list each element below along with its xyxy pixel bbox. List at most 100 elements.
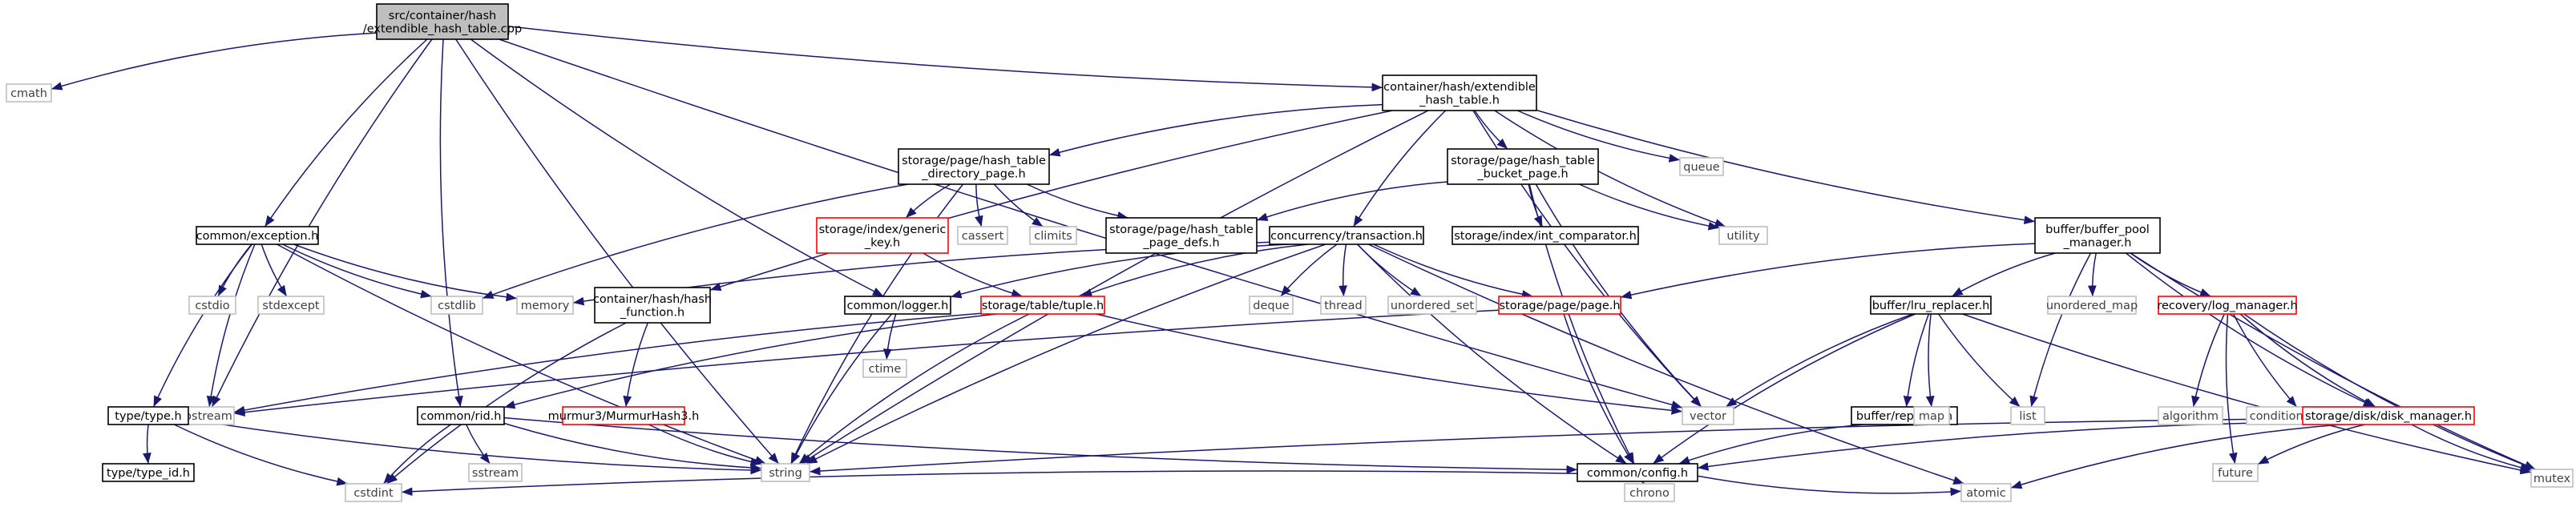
edge-eht-to-string — [801, 110, 1429, 465]
edge-logmanager-to-condvar — [2232, 313, 2298, 408]
node-label: thread — [1324, 300, 1363, 312]
edge-config-to-cstdint — [401, 470, 1578, 497]
node-queue: queue — [1679, 157, 1724, 176]
node-dirpage[interactable]: storage/page/hash_table_directory_page.h — [898, 148, 1050, 185]
edge-rid-to-sstream — [466, 424, 491, 465]
node-label: buffer/buffer_pool — [2045, 223, 2150, 236]
node-algorithm: algorithm — [2158, 406, 2223, 425]
node-eht[interactable]: container/hash/extendible_hash_table.h — [1382, 74, 1537, 111]
node-rid[interactable]: common/rid.h — [417, 406, 505, 425]
edge-root-to-exception — [264, 38, 428, 227]
node-label: _page_defs.h — [1142, 236, 1219, 249]
node-bucketpage[interactable]: storage/page/hash_table_bucket_page.h — [1447, 148, 1599, 185]
edge-eht-to-transaction — [1353, 110, 1447, 227]
edge-eht-to-dirpage — [1048, 103, 1383, 157]
node-label: deque — [1253, 300, 1290, 312]
edge-dirpage-to-cstdlib — [482, 183, 909, 300]
node-type[interactable]: type/type.h — [107, 406, 189, 425]
node-tuple[interactable]: storage/table/tuple.h — [980, 296, 1105, 315]
node-bpm[interactable]: buffer/buffer_pool_manager.h — [2034, 217, 2161, 254]
edge-exception-to-cstdlib — [282, 243, 432, 299]
edge-diskmanager-to-config — [1697, 421, 2303, 471]
node-lru[interactable]: buffer/lru_replacer.h — [1870, 296, 1992, 315]
edge-bucketpage-to-intcomp — [1528, 183, 1544, 227]
node-label: algorithm — [2162, 410, 2219, 423]
node-intcomp[interactable]: storage/index/int_comparator.h — [1452, 226, 1639, 245]
node-label: common/rid.h — [420, 410, 501, 423]
edge-bpm-to-unordered_map — [2087, 252, 2097, 297]
node-map: map — [1913, 406, 1950, 425]
node-exception[interactable]: common/exception.h — [196, 226, 319, 245]
node-label: ctime — [869, 363, 902, 376]
edge-diskmanager-to-future — [2257, 424, 2365, 465]
node-cassert: cassert — [957, 226, 1008, 245]
node-cstdio: cstdio — [188, 296, 236, 315]
node-diskmanager[interactable]: storage/disk/disk_manager.h — [2302, 406, 2475, 425]
node-generickey[interactable]: storage/index/generic_key.h — [816, 217, 949, 254]
edge-root-to-eht — [507, 26, 1383, 92]
node-label: cassert — [962, 230, 1004, 243]
node-label: stdexcept — [262, 300, 320, 312]
edge-type-to-typeid — [143, 424, 151, 465]
node-label: container/hash/extendible — [1383, 81, 1536, 94]
edge-lru-to-mutex — [1962, 313, 2532, 475]
node-label: cstdlib — [438, 300, 476, 312]
node-murmur[interactable]: murmur3/MurmurHash3.h — [548, 406, 700, 425]
edge-root-to-rid — [439, 38, 463, 408]
node-hashfunc[interactable]: container/hash/hash_function.h — [593, 287, 712, 324]
edge-exception-to-iostream — [206, 243, 256, 408]
node-vector: vector — [1682, 406, 1734, 425]
edge-eht-to-bucketpage — [1474, 110, 1508, 150]
node-label: vector — [1690, 410, 1726, 423]
node-page[interactable]: storage/page/page.h — [1498, 296, 1621, 315]
edge-eht-to-hashfunc — [709, 110, 1393, 292]
node-pagedefs[interactable]: storage/page/hash_table_page_defs.h — [1105, 217, 1258, 254]
edge-root-to-vector — [499, 38, 1683, 409]
edge-dirpage-to-generickey — [905, 183, 951, 219]
edge-generickey-to-tuple — [923, 252, 1023, 298]
node-sstream: sstream — [468, 463, 523, 482]
node-label: _directory_page.h — [921, 167, 1025, 180]
node-typeid[interactable]: type/type_id.h — [102, 463, 195, 482]
edge-murmur-to-string — [648, 424, 762, 466]
node-root[interactable]: src/container/hash/extendible_hash_table… — [363, 3, 522, 40]
node-memory: memory — [516, 296, 574, 315]
edge-transaction-to-page — [1373, 243, 1533, 299]
node-label: _key.h — [864, 236, 900, 249]
edge-transaction-to-thread — [1338, 243, 1347, 297]
node-label: /extendible_hash_table.cpp — [363, 22, 522, 35]
node-label: storage/page/hash_table — [1451, 155, 1595, 167]
node-label: _manager.h — [2063, 236, 2132, 249]
node-label: src/container/hash — [389, 10, 496, 22]
node-transaction[interactable]: concurrency/transaction.h — [1269, 226, 1424, 245]
node-label: storage/index/generic — [819, 223, 947, 236]
node-label: storage/page/page.h — [1499, 300, 1620, 312]
edge-exception-to-stdexcept — [260, 243, 288, 297]
edge-root-to-string — [455, 38, 780, 465]
edge-bpm-to-list — [2029, 252, 2092, 408]
edge-bpm-to-page — [1620, 243, 2036, 300]
node-logmanager[interactable]: recovery/log_manager.h — [2157, 296, 2298, 315]
edge-bpm-to-diskmanager — [2126, 252, 2375, 408]
node-label: mutex — [2534, 473, 2571, 485]
edge-diskmanager-to-mutex — [2411, 424, 2532, 473]
edge-logger-to-string — [790, 313, 893, 465]
node-label: recovery/log_manager.h — [2157, 300, 2297, 312]
node-cstdlib: cstdlib — [430, 296, 483, 315]
node-unordered_map: unordered_map — [2046, 296, 2138, 315]
edge-rid-to-config — [503, 416, 1578, 474]
edge-logmanager-to-future — [2225, 313, 2238, 465]
edge-rid-to-string — [503, 422, 762, 473]
node-deque: deque — [1249, 296, 1294, 315]
edge-lru-to-map — [1925, 313, 1935, 408]
node-label: map — [1919, 410, 1944, 423]
node-label: murmur3/MurmurHash3.h — [548, 410, 700, 423]
edge-eht-to-queue — [1516, 110, 1681, 163]
edge-page-to-config — [1563, 313, 1634, 465]
node-config[interactable]: common/config.h — [1577, 463, 1698, 482]
node-logger[interactable]: common/logger.h — [844, 296, 951, 315]
node-label: memory — [521, 300, 570, 312]
node-label: common/config.h — [1587, 467, 1688, 480]
node-mutex: mutex — [2530, 469, 2574, 488]
